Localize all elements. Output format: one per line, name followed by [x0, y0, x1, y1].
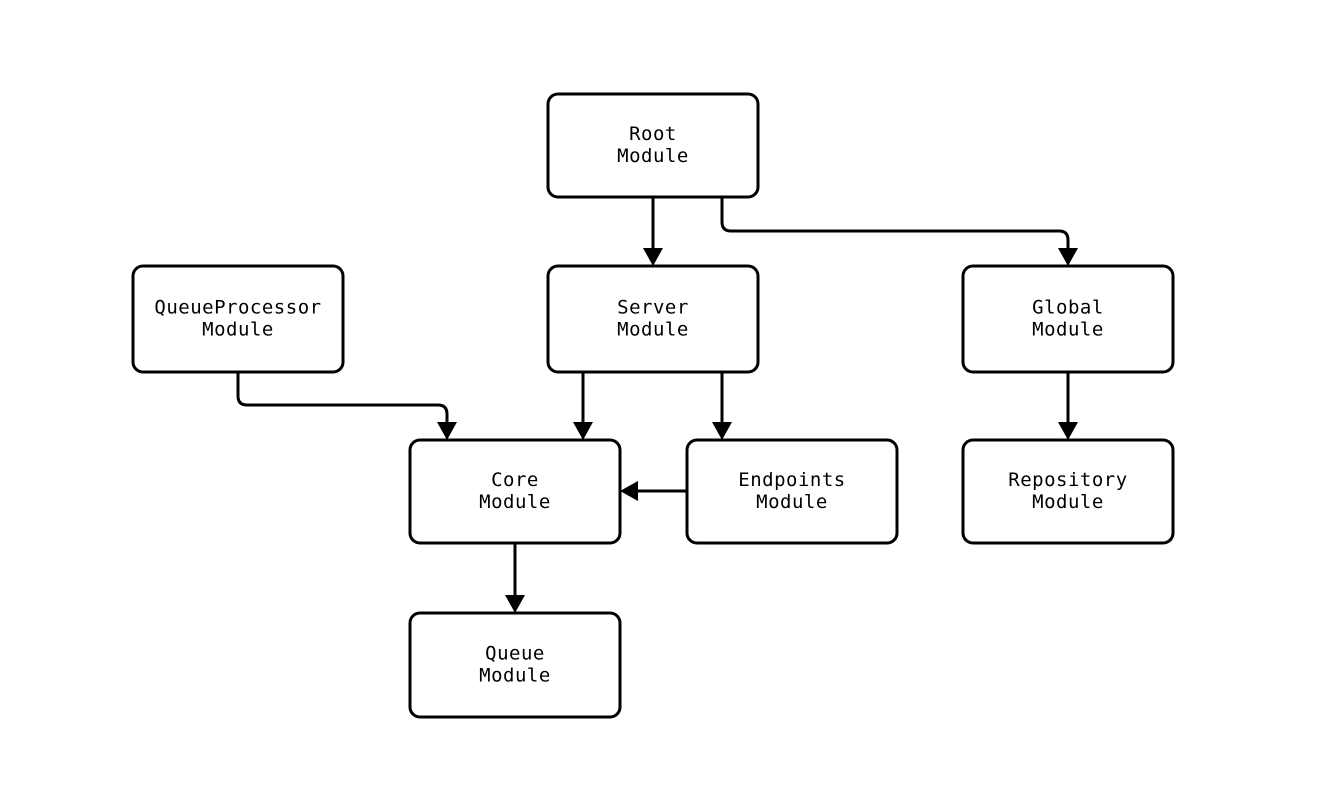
node-box-queueprocessor[interactable] — [131, 264, 345, 374]
node-box-server[interactable] — [546, 264, 760, 374]
arrowhead-core-to-queue — [505, 595, 525, 613]
node-label-queue-line1: Queue — [485, 643, 545, 665]
node-label-core-line2: Module — [479, 491, 551, 513]
arrowhead-global-to-repository — [1058, 422, 1078, 440]
node-label-endpoints-line2: Module — [756, 491, 828, 513]
node-label-queue-line2: Module — [479, 665, 551, 687]
arrowhead-server-to-core — [573, 422, 593, 440]
arrowhead-endpoints-to-core — [620, 481, 638, 501]
node-label-repository-line1: Repository — [1008, 469, 1127, 491]
node-label-queueprocessor-line2: Module — [202, 319, 274, 341]
node-box-core[interactable] — [408, 438, 622, 545]
node-label-server-line1: Server — [617, 297, 689, 319]
edge-server-to-endpoints — [712, 372, 732, 440]
edges-layer — [236, 197, 1078, 613]
edge-global-to-repository — [1058, 372, 1078, 440]
node-label-root-line2: Module — [617, 145, 689, 167]
arrowhead-root-to-server — [643, 248, 663, 266]
edge-root-to-server — [643, 197, 663, 266]
node-label-global-line1: Global — [1032, 297, 1104, 319]
node-label-global-line2: Module — [1032, 319, 1104, 341]
node-box-global[interactable] — [961, 264, 1175, 374]
arrowhead-server-to-endpoints — [712, 422, 732, 440]
edge-core-to-queue — [505, 543, 525, 613]
node-label-core-line1: Core — [491, 469, 539, 491]
edge-root-to-global — [720, 197, 1078, 266]
node-box-queue[interactable] — [408, 611, 622, 719]
node-box-repository[interactable] — [961, 438, 1175, 545]
node-label-server-line2: Module — [617, 319, 689, 341]
edge-queueprocessor-to-core — [236, 372, 457, 440]
edge-line-queueprocessor-to-core — [236, 372, 449, 432]
edge-line-root-to-global — [720, 197, 1070, 258]
nodes-layer: RootModuleQueueProcessorModuleServerModu… — [131, 92, 1175, 719]
node-box-root[interactable] — [546, 92, 760, 199]
edge-endpoints-to-core — [620, 481, 687, 501]
node-box-endpoints[interactable] — [685, 438, 899, 545]
edge-server-to-core — [573, 372, 593, 440]
node-label-queueprocessor-line1: QueueProcessor — [154, 297, 321, 319]
arrowhead-root-to-global — [1058, 248, 1078, 266]
node-label-repository-line2: Module — [1032, 491, 1104, 513]
arrowhead-queueprocessor-to-core — [437, 422, 457, 440]
node-label-root-line1: Root — [629, 123, 677, 145]
node-label-endpoints-line1: Endpoints — [738, 469, 845, 491]
